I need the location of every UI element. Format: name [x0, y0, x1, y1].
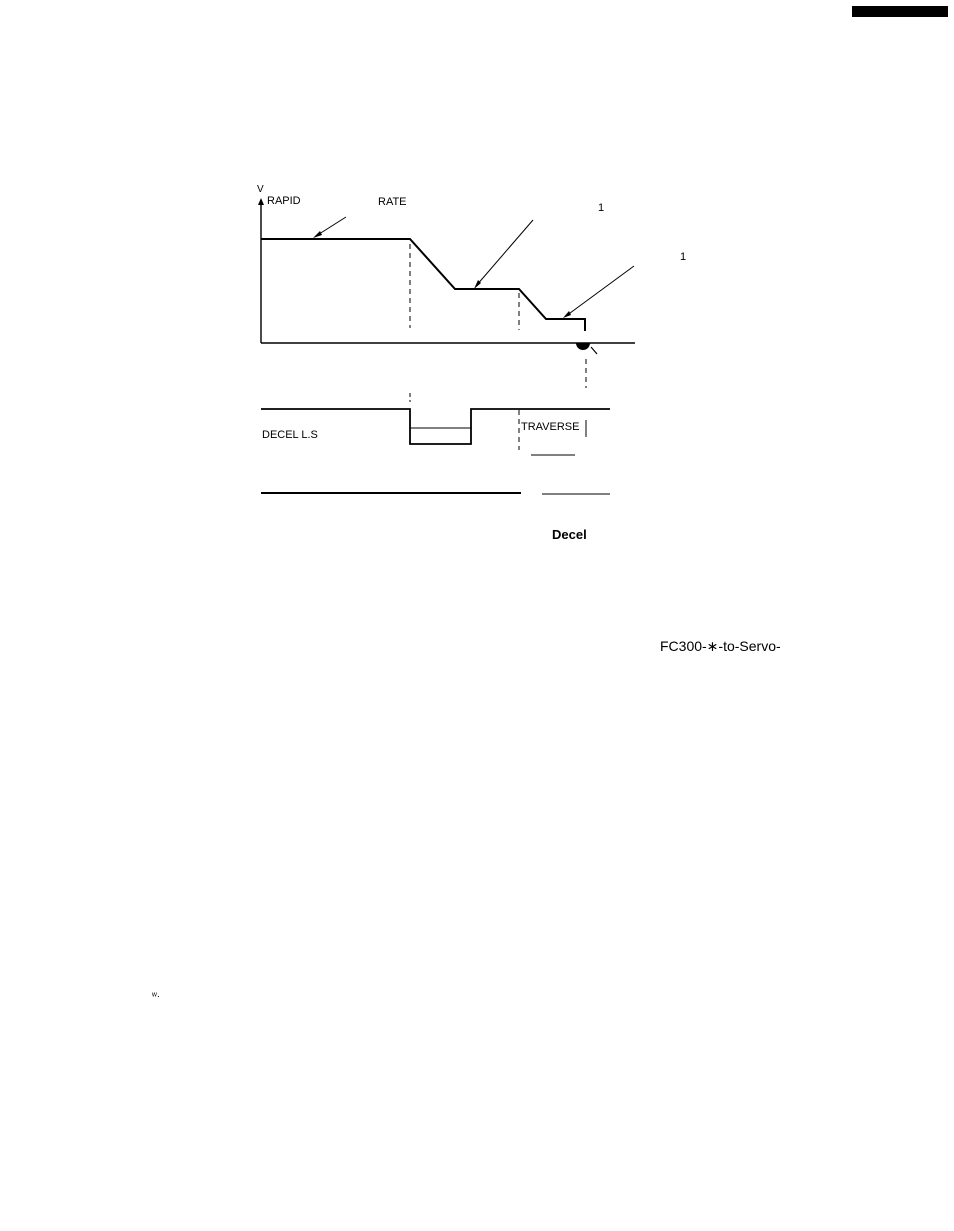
stop-marker-tick	[590, 346, 598, 355]
stray-mark: ʷ·	[152, 991, 161, 1002]
traverse-label: TRAVERSE	[521, 421, 580, 433]
rapid-label: RAPID	[267, 195, 301, 207]
decel-ls-signal-line	[261, 408, 610, 445]
fc300-reference-label: FC300-∗-to-Servo-	[660, 638, 781, 654]
decel-label: Decel	[552, 527, 587, 542]
note-1-label: 1	[598, 202, 605, 214]
page-corner-mark	[852, 6, 948, 17]
v-axis-arrowhead	[258, 198, 264, 205]
traverse-leader-line	[475, 219, 534, 287]
v-axis-label: V	[257, 184, 264, 195]
rate-label: RATE	[378, 196, 407, 208]
stop-marker-icon	[576, 343, 590, 350]
decel-ls-label: DECEL L.S	[262, 429, 318, 441]
rapid-leader-arrowhead	[313, 231, 322, 238]
creep-leader-arrowhead	[563, 311, 571, 318]
note-2-label: 1	[680, 251, 687, 263]
velocity-profile-line	[261, 238, 586, 331]
traverse-leader-arrowhead	[474, 280, 481, 289]
creep-leader-line	[565, 265, 635, 317]
rapid-leader-line	[315, 216, 347, 237]
